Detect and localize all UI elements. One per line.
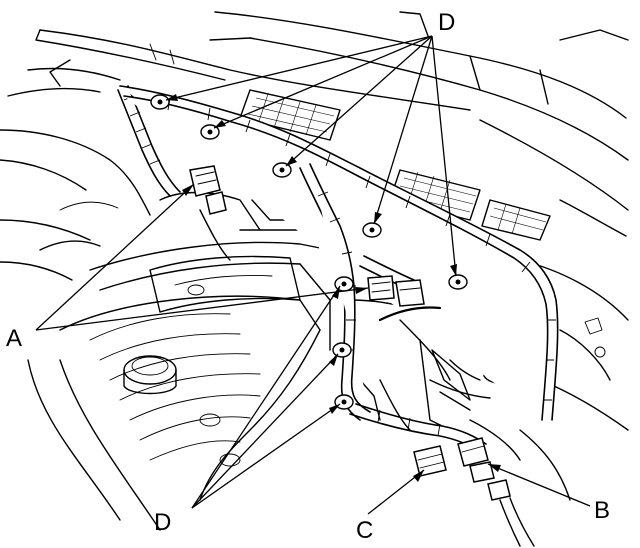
callout-d-bottom: D xyxy=(154,509,171,536)
vehicle-body-linework xyxy=(0,11,629,531)
callout-b: B xyxy=(594,497,610,524)
wire-harness xyxy=(117,85,559,453)
callout-a: A xyxy=(6,325,22,352)
connector-c xyxy=(413,445,447,477)
clip-d-2 xyxy=(200,124,220,140)
connector-a-lower xyxy=(367,275,395,301)
clip-d-3 xyxy=(272,162,292,178)
harness-connectors xyxy=(189,165,535,547)
harness-clips xyxy=(150,94,468,410)
callout-d-top: D xyxy=(438,9,455,36)
clip-d-7 xyxy=(332,342,352,358)
connector-mid-right xyxy=(395,279,425,307)
leader-lines xyxy=(35,35,591,515)
callout-c: C xyxy=(356,517,373,544)
connector-b xyxy=(457,437,535,547)
clip-d-1 xyxy=(150,94,170,110)
clip-d-4 xyxy=(362,222,382,238)
callout-labels: D A D C B xyxy=(6,9,610,544)
connector-a-upper xyxy=(189,165,227,215)
clip-d-8 xyxy=(334,394,354,410)
clip-d-5 xyxy=(448,274,468,290)
